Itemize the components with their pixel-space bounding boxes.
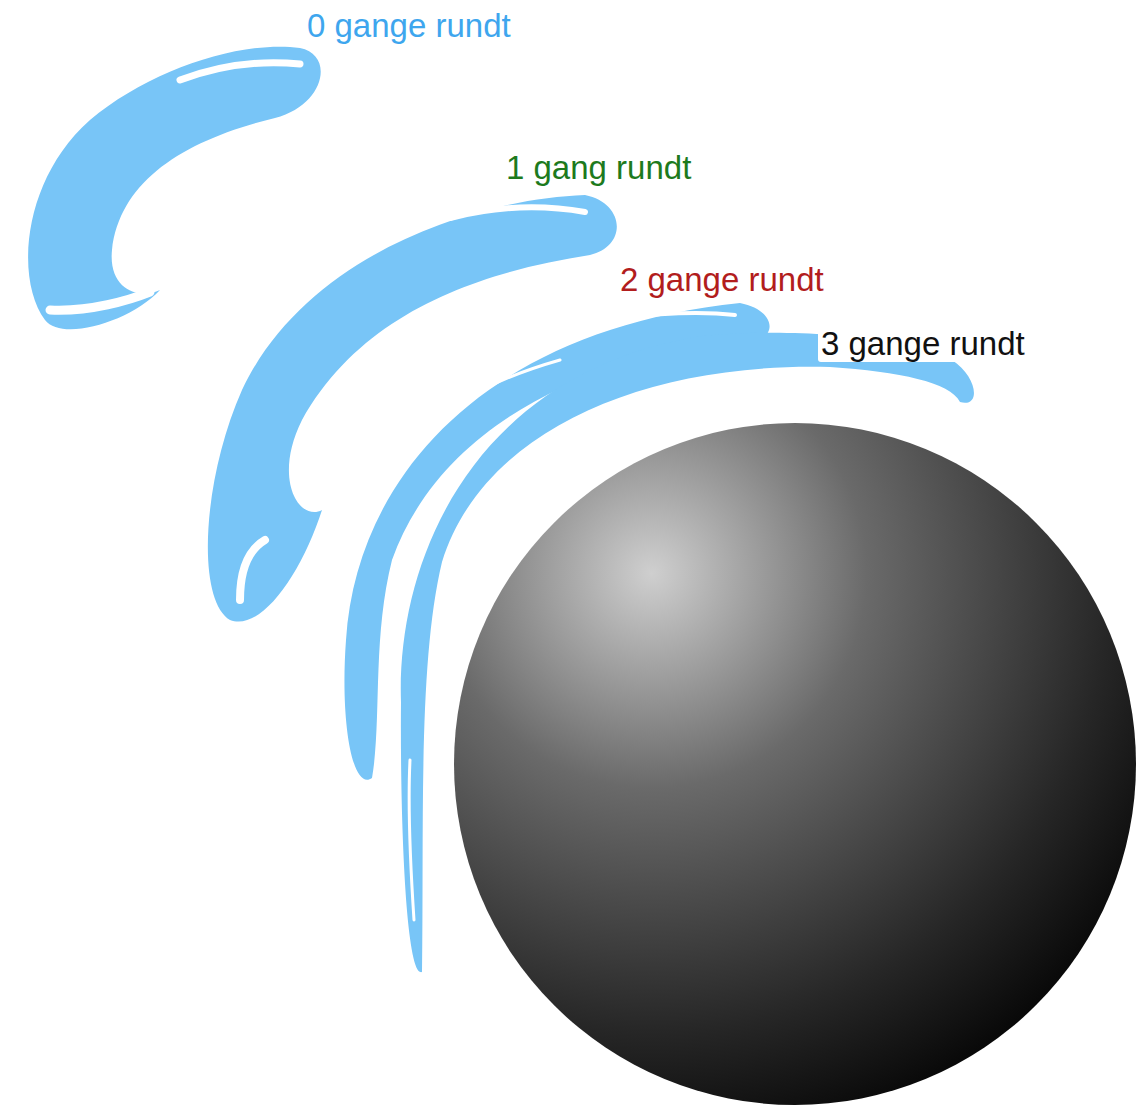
black-hole-sphere	[454, 423, 1136, 1105]
orbit-count-label: 2 gange rundt	[617, 262, 827, 298]
orbit-count-label: 3 gange rundt	[818, 326, 1028, 362]
orbit-count-label: 1 gang rundt	[503, 150, 694, 186]
blob-0-orbits	[28, 47, 321, 330]
blob-3-orbits	[401, 333, 974, 972]
orbit-count-label: 0 gange rundt	[304, 8, 514, 44]
stretched-blobs	[28, 47, 974, 972]
blob-highlights	[50, 63, 735, 920]
